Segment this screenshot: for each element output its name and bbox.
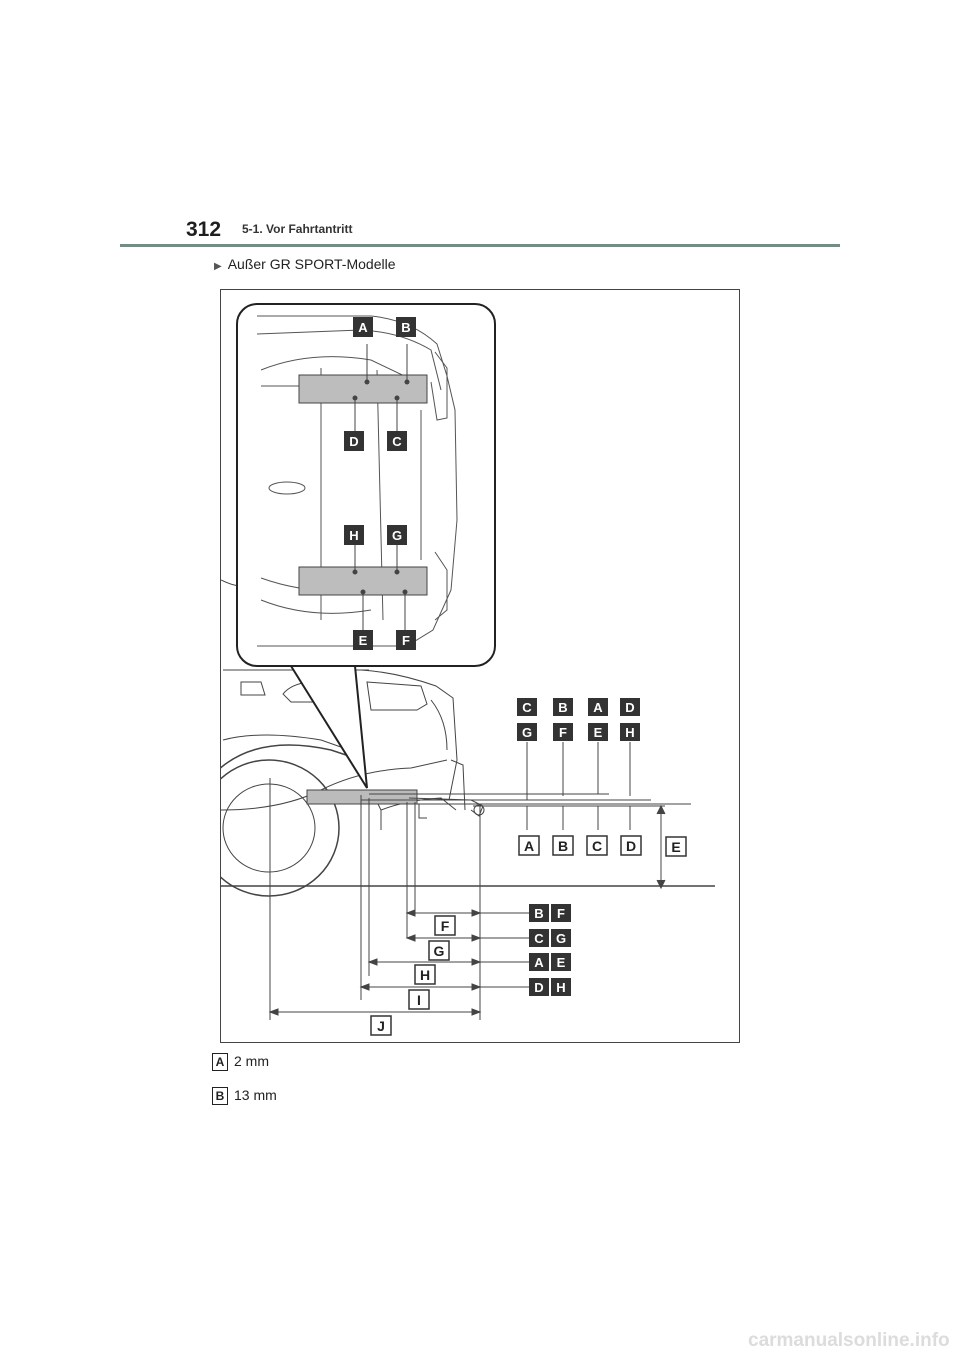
label-text: F <box>557 906 565 921</box>
label-text: G <box>556 931 566 946</box>
label-text: A <box>358 320 368 335</box>
inset-label-e: E <box>353 630 373 650</box>
dimension-label-j: J <box>377 1018 385 1034</box>
bottom-label-c: C <box>592 838 602 854</box>
dimension-label-i: I <box>417 992 421 1008</box>
inset-label-c: C <box>387 431 407 451</box>
pair-label-dh: D H <box>529 978 571 996</box>
label-text: C <box>522 700 532 715</box>
label-text: A <box>534 955 544 970</box>
label-text: D <box>534 980 543 995</box>
label-text: H <box>349 528 358 543</box>
label-text: E <box>594 725 603 740</box>
right-label-row1: C B A D <box>517 698 640 716</box>
inset-label-d: D <box>344 431 364 451</box>
legend-key: B <box>212 1087 228 1106</box>
subtitle-text: Außer GR SPORT-Modelle <box>227 256 396 272</box>
dimension-label-boxes <box>370 915 456 1036</box>
label-text: B <box>534 906 543 921</box>
label-text: H <box>625 725 634 740</box>
diagram-svg: A B D C H G E F C B A D G <box>221 303 715 1036</box>
bottom-label-b: B <box>558 838 568 854</box>
height-label-e: E <box>671 839 680 855</box>
label-text: D <box>349 434 358 449</box>
bottom-label-d: D <box>626 838 636 854</box>
legend-value: 13 mm <box>234 1087 277 1103</box>
header-rule <box>120 244 840 247</box>
label-text: B <box>401 320 410 335</box>
inset-label-g: G <box>387 525 407 545</box>
inset-label-h: H <box>344 525 364 545</box>
label-text: F <box>402 633 410 648</box>
bottom-label-a: A <box>524 838 534 854</box>
inset-label-f: F <box>396 630 416 650</box>
legend-item-b: B 13 mm <box>212 1087 277 1106</box>
label-text: C <box>534 931 544 946</box>
bullet-triangle-icon: ▶ <box>214 261 222 272</box>
subtitle: ▶ Außer GR SPORT-Modelle <box>214 256 396 272</box>
dimension-label-h: H <box>420 967 430 983</box>
legend-item-a: A 2 mm <box>212 1053 269 1072</box>
label-text: G <box>522 725 532 740</box>
watermark: carmanualsonline.info <box>748 1330 950 1351</box>
pair-label-cg: C G <box>529 929 571 947</box>
label-text: F <box>559 725 567 740</box>
dimension-label-g: G <box>434 943 445 959</box>
bottom-label-row <box>518 835 687 857</box>
towing-hitch-diagram: A B D C H G E F C B A D G <box>220 289 740 1043</box>
label-text: E <box>359 633 368 648</box>
inset-label-a: A <box>353 317 373 337</box>
inset-label-b: B <box>396 317 416 337</box>
page-number: 312 <box>186 218 222 241</box>
label-text: E <box>557 955 566 970</box>
legend-value: 2 mm <box>234 1053 269 1069</box>
label-text: G <box>392 528 402 543</box>
legend-key: A <box>212 1053 228 1072</box>
label-text: D <box>625 700 634 715</box>
label-text: C <box>392 434 402 449</box>
label-text: A <box>593 700 603 715</box>
dimension-label-f: F <box>441 918 450 934</box>
right-label-row2: G F E H <box>517 723 640 741</box>
section-title: 5-1. Vor Fahrtantritt <box>242 222 353 236</box>
label-text: H <box>556 980 565 995</box>
label-text: B <box>558 700 567 715</box>
pair-label-ae: A E <box>529 953 571 971</box>
pair-label-bf: B F <box>529 904 571 922</box>
